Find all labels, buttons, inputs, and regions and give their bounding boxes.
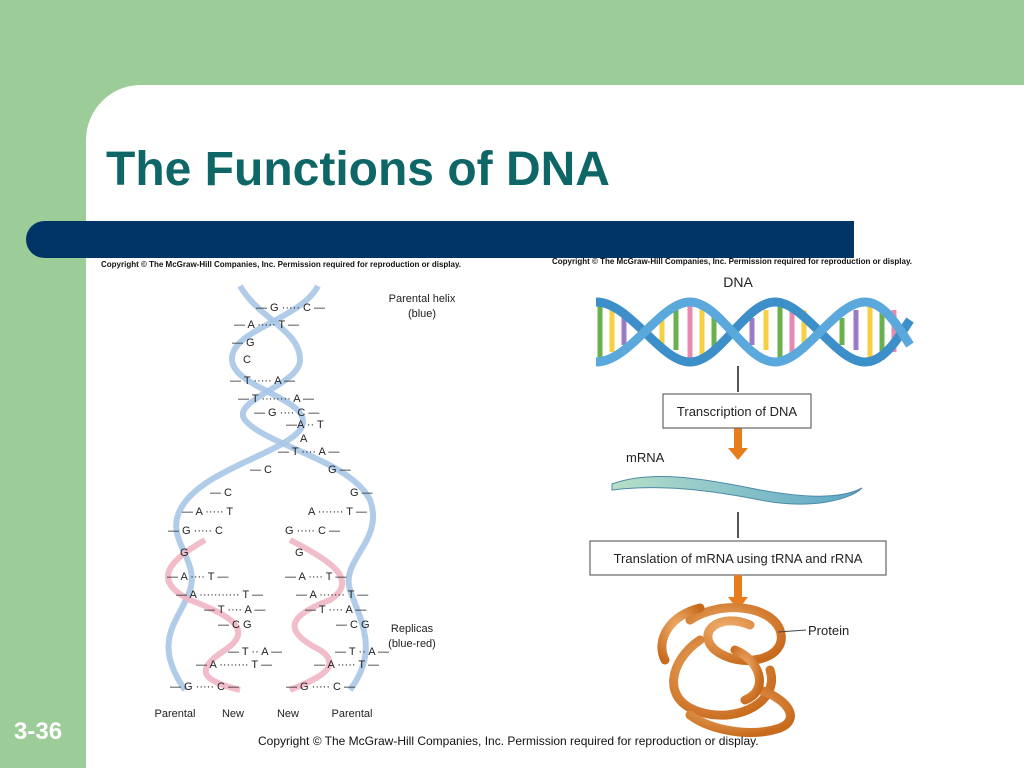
bottom-label-parental-right: Parental <box>332 708 373 720</box>
transcription-label: Transcription of DNA <box>677 404 797 419</box>
bp-r-6: — A ······· T — <box>296 589 368 601</box>
parental-helix-label: Parental helix <box>389 293 456 305</box>
protein-coil <box>657 603 795 737</box>
title-divider-bar <box>26 221 854 258</box>
slide-title: The Functions of DNA <box>106 143 610 196</box>
dna-backbone-b <box>595 297 914 367</box>
bp-l-1: — C <box>210 487 232 499</box>
bp-l-6: — A ··········· T — <box>176 589 263 601</box>
bp-top-3: — G <box>232 337 255 349</box>
bp-l-9: — T ·· A — <box>228 646 282 658</box>
footer-copyright: Copyright © The McGraw-Hill Companies, I… <box>258 734 759 748</box>
protein-leader-line <box>777 629 807 633</box>
bottom-label-parental-left: Parental <box>155 708 196 720</box>
bp-r-7: — T ···· A — <box>305 604 366 616</box>
left-figure-copyright: Copyright © The McGraw-Hill Companies, I… <box>101 260 462 269</box>
bp-l-7: — T ···· A — <box>204 604 265 616</box>
bp-r-8: — C G <box>336 619 370 631</box>
bottom-label-new-left: New <box>222 708 244 720</box>
bp-top-5: — T ····· A — <box>230 375 295 387</box>
bp-top-7: — G ···· C — <box>254 407 319 419</box>
bp-fork-c: — C <box>250 464 272 476</box>
replicas-label: Replicas <box>391 623 434 635</box>
bp-l-8: — C G <box>218 619 252 631</box>
bp-r-1: G — <box>350 487 373 499</box>
bp-r-3: G ····· C — <box>285 525 340 537</box>
protein-label: Protein <box>808 623 849 638</box>
translation-label: Translation of mRNA using tRNA and rRNA <box>614 551 863 566</box>
content-panel <box>86 85 1024 768</box>
bp-top-4: C <box>243 354 251 366</box>
green-corner <box>0 0 358 85</box>
right-figure-copyright: Copyright © The McGraw-Hill Companies, I… <box>552 257 913 266</box>
bp-l-11: — G ····· C — <box>170 681 239 693</box>
bp-l-5: — A ···· T — <box>167 571 228 583</box>
parental-strand-b <box>237 284 377 692</box>
bp-l-2: — A ····· T <box>182 506 233 518</box>
parental-helix-sublabel: (blue) <box>408 308 436 320</box>
bp-top-10: — T ···· A — <box>278 446 339 458</box>
bp-l-3: — G ····· C <box>168 525 223 537</box>
new-strand-right <box>288 537 346 693</box>
bottom-label-new-right: New <box>277 708 299 720</box>
dna-label: DNA <box>723 274 753 290</box>
bp-r-4: G <box>295 547 304 559</box>
bp-r-9: — T ·· A — <box>335 646 389 658</box>
bp-top-1: — G ····· C — <box>256 302 325 314</box>
dna-backbone-a <box>595 297 914 367</box>
bp-top-2: — A ····· T — <box>234 319 299 331</box>
bp-r-5: — A ···· T — <box>285 571 346 583</box>
bp-l-10: — A ········ T — <box>196 659 272 671</box>
mrna-label: mRNA <box>626 450 665 465</box>
transcription-box <box>662 393 812 429</box>
bp-r-10: — A ····· T — <box>314 659 379 671</box>
bp-l-4: G <box>180 547 189 559</box>
new-strand-left <box>165 537 242 693</box>
arrow-to-mrna <box>728 428 748 460</box>
bp-top-9: A <box>300 433 308 445</box>
bp-r-2: A ······· T — <box>308 506 367 518</box>
slide-number: 3-36 <box>14 718 63 745</box>
bp-top-8: —A ·· T <box>286 419 324 431</box>
bp-top-6: — T ········ A — <box>238 393 314 405</box>
bp-r-11: — G ····· C — <box>286 681 355 693</box>
mrna-strand <box>611 476 863 505</box>
bp-fork-g: G — <box>328 464 351 476</box>
replicas-sublabel: (blue-red) <box>388 638 436 650</box>
